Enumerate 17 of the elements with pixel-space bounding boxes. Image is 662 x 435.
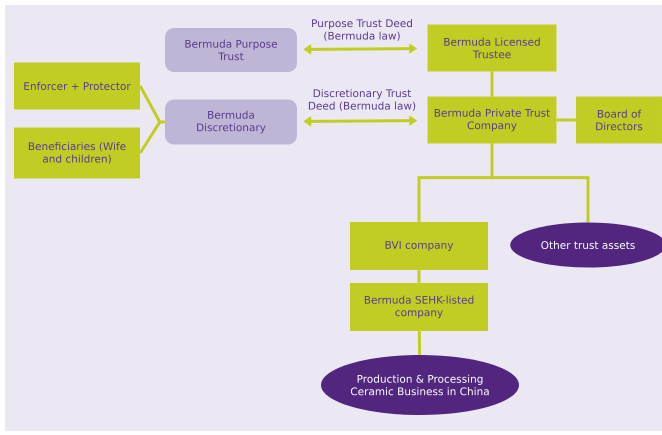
process-box: Board of Directors bbox=[576, 96, 662, 144]
process-box: Bermuda SEHK-listed company bbox=[350, 283, 488, 331]
connector-line bbox=[556, 118, 576, 122]
process-box: Bermuda Private Trust Company bbox=[428, 96, 556, 144]
connector-line bbox=[490, 144, 590, 222]
connector-line bbox=[418, 270, 420, 283]
trust-box: Bermuda Discretionary bbox=[165, 99, 297, 144]
edge-label: Purpose Trust Deed (Bermuda law) bbox=[301, 18, 423, 42]
trust-box: Bermuda Purpose Trust bbox=[165, 28, 297, 72]
process-box: Enforcer + Protector bbox=[14, 62, 140, 110]
connector-line bbox=[138, 120, 165, 154]
process-box: BVI company bbox=[350, 222, 488, 270]
connector-line bbox=[490, 72, 494, 96]
process-box: Beneficiaries (Wife and children) bbox=[14, 128, 140, 178]
edge-label: Discretionary Trust Deed (Bermuda law) bbox=[301, 88, 423, 112]
process-box: Bermuda Licensed Trustee bbox=[428, 24, 556, 72]
connector-line bbox=[418, 331, 422, 355]
